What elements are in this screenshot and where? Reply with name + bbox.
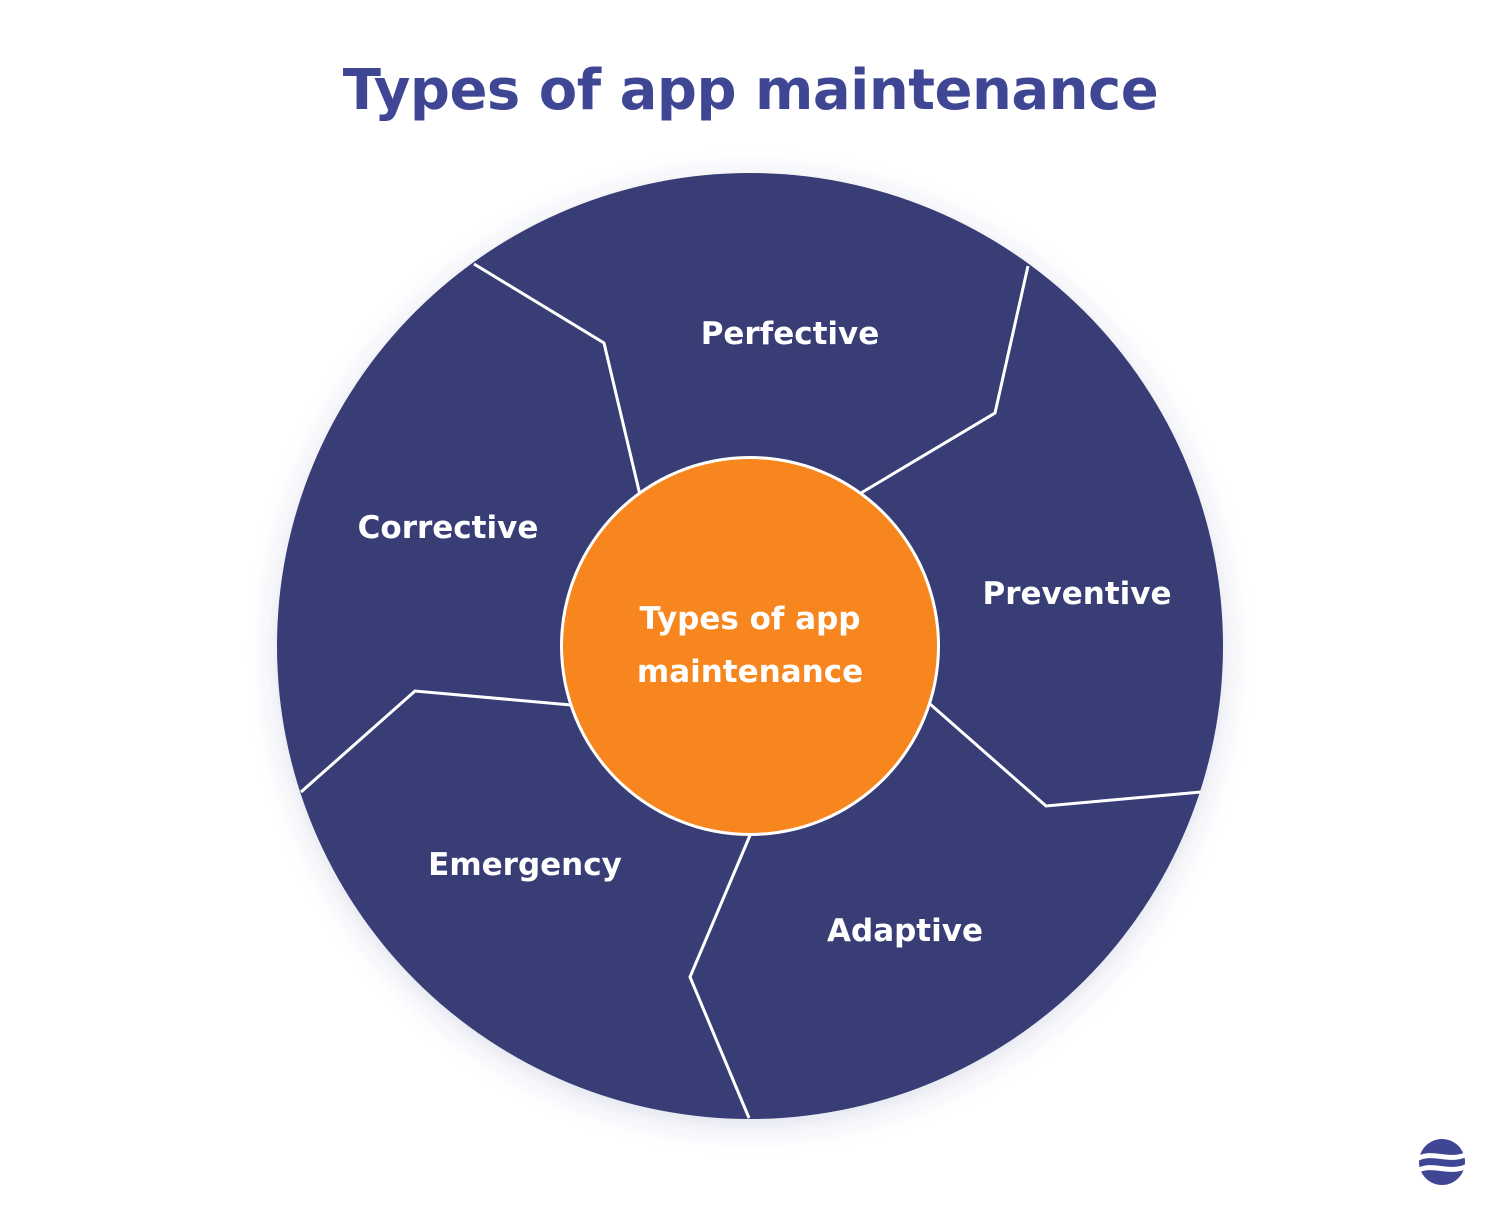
segment-label-emergency: Emergency [428, 847, 622, 883]
center-label-line1: Types of app [639, 601, 860, 637]
segment-label-preventive: Preventive [982, 576, 1171, 612]
page-title: Types of app maintenance [342, 58, 1159, 123]
divider-emergency-corrective [300, 689, 572, 794]
divider-corrective-perfective [473, 262, 642, 496]
center-label-line2: maintenance [637, 654, 863, 690]
center-hub [563, 459, 937, 833]
segment-label-corrective: Corrective [358, 510, 539, 546]
segment-label-adaptive: Adaptive [827, 913, 983, 949]
divider-preventive-adaptive [929, 702, 1202, 808]
segment-dividers [300, 262, 1202, 1119]
divider-perfective-preventive [860, 265, 1030, 495]
segment-label-perfective: Perfective [701, 316, 880, 352]
divider-adaptive-emergency [688, 832, 753, 1119]
company-logo-icon [1418, 1139, 1466, 1185]
